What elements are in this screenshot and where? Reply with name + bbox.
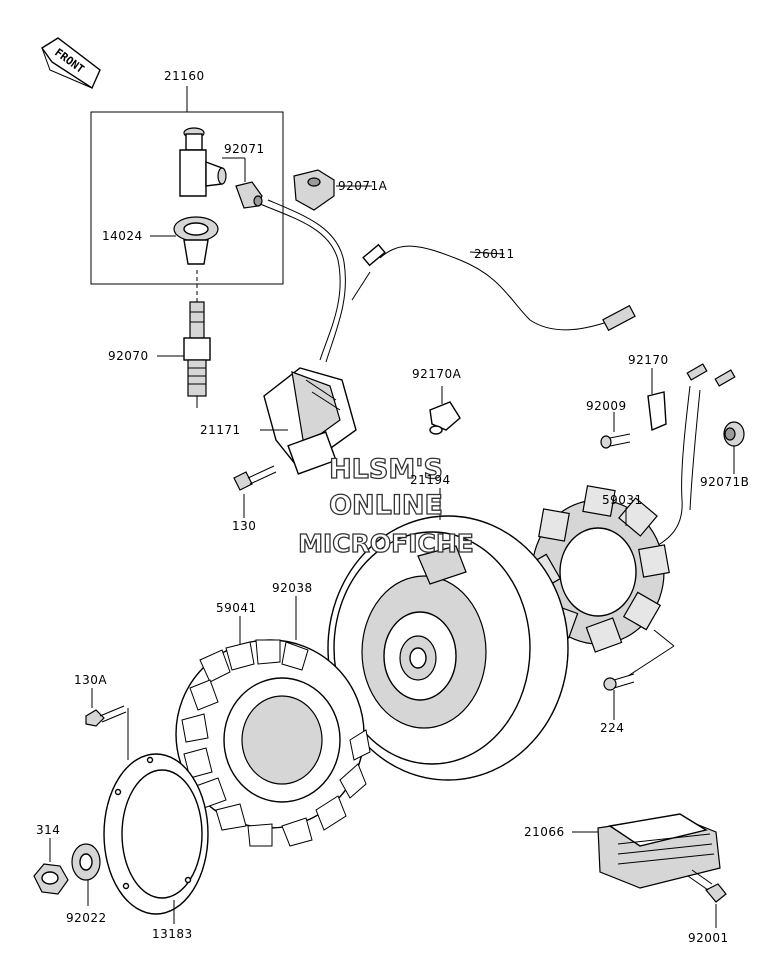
fan-59041 — [175, 639, 371, 847]
bolt-130A — [85, 705, 127, 727]
ignition-coil-21171 — [263, 367, 357, 475]
boot-92071 — [235, 181, 263, 209]
watermark-line2: ONLINE — [329, 490, 443, 521]
label-92001: 92001 — [688, 931, 729, 945]
label-92170: 92170 — [628, 353, 669, 367]
bolt-130 — [233, 465, 277, 491]
label-92071B: 92071B — [700, 475, 749, 489]
label-92071: 92071 — [224, 142, 265, 156]
label-92038: 92038 — [272, 581, 313, 595]
screw-92009 — [600, 433, 631, 449]
stator-wires — [653, 385, 691, 549]
label-21066: 21066 — [524, 825, 565, 839]
plate-13183 — [103, 753, 209, 915]
label-92070: 92070 — [108, 349, 149, 363]
label-92170A: 92170A — [412, 367, 462, 381]
label-13183: 13183 — [152, 927, 193, 941]
label-59031: 59031 — [602, 493, 643, 507]
spark-plug-cap — [179, 127, 227, 197]
bolt-92001 — [687, 869, 727, 903]
grommet-92071B — [723, 421, 745, 447]
bolt-224 — [603, 673, 635, 691]
label-130A: 130A — [74, 673, 107, 687]
front-arrow-icon: FRONT — [40, 37, 101, 90]
bracket-92170 — [647, 391, 667, 432]
washer-92022 — [71, 843, 101, 881]
label-314: 314 — [36, 823, 60, 837]
label-21160: 21160 — [164, 69, 205, 83]
grommet-92071A — [293, 169, 335, 211]
ignition-lead — [259, 203, 341, 361]
clip-92170A — [429, 401, 461, 435]
spark-plug-92070 — [183, 270, 211, 408]
watermark-line1: HLSM'S — [329, 454, 443, 485]
lead-wire-26011 — [351, 243, 636, 332]
label-92009: 92009 — [586, 399, 627, 413]
watermark-line3: MICROFICHE — [298, 529, 474, 558]
watermark: HLSM'S ONLINE MICROFICHE — [297, 453, 474, 558]
nut-314 — [33, 863, 69, 895]
label-21171: 21171 — [200, 423, 241, 437]
label-92071A: 92071A — [338, 179, 388, 193]
seal-14024 — [173, 216, 219, 265]
label-92022: 92022 — [66, 911, 107, 925]
label-21194: 21194 — [410, 473, 451, 487]
flywheel-21194 — [327, 515, 569, 781]
label-14024: 14024 — [102, 229, 143, 243]
label-59041: 59041 — [216, 601, 257, 615]
label-26011: 26011 — [474, 247, 515, 261]
label-224: 224 — [600, 721, 624, 735]
regulator-21066 — [597, 813, 721, 889]
label-130: 130 — [232, 519, 256, 533]
